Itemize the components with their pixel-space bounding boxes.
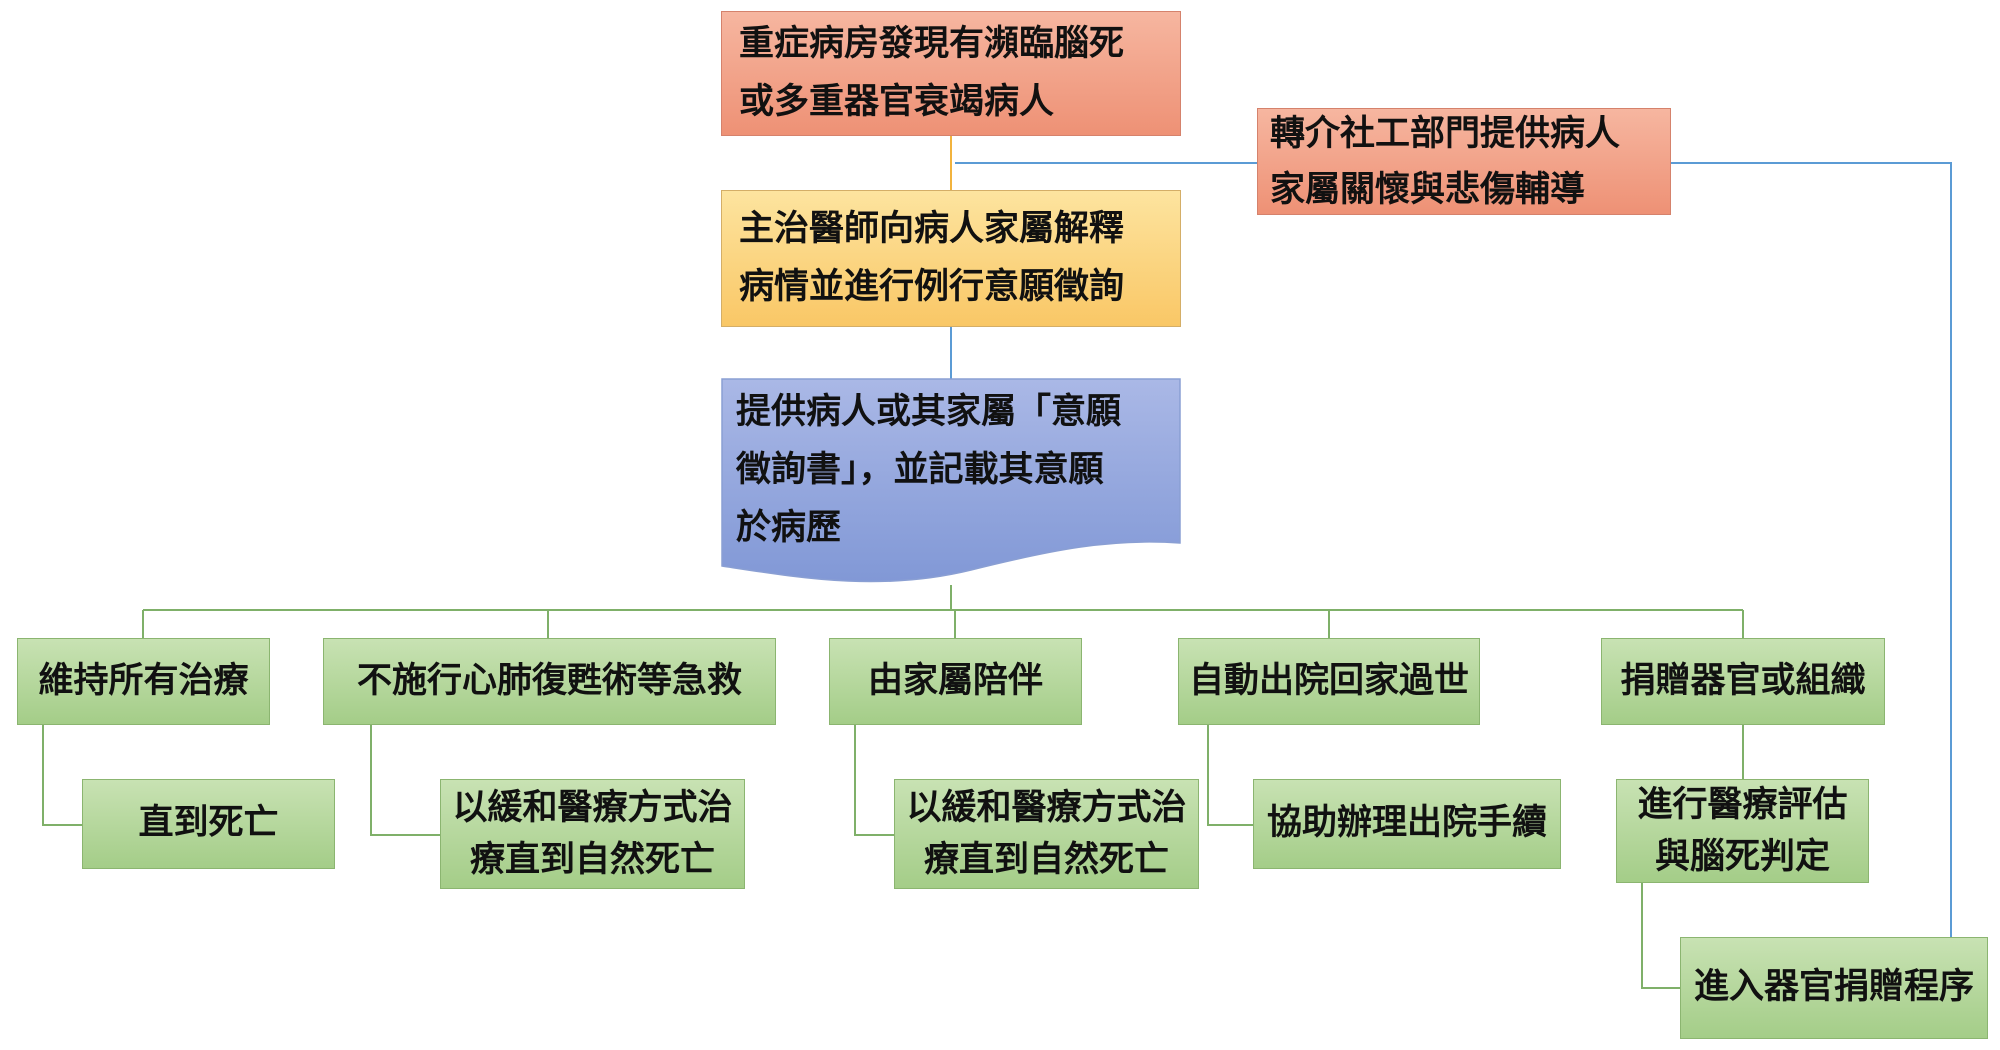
option-no-cpr-label: 不施行心肺復甦術等急救 <box>356 660 742 701</box>
physician-explain-line2: 病情並進行例行意願徵詢 <box>739 266 1125 307</box>
critical-patient-line1: 重症病房發現有瀕臨腦死 <box>739 23 1125 64</box>
outcome-discharge-procedure-line1: 協助辦理出院手續 <box>1266 803 1547 844</box>
document-shape <box>721 378 1181 583</box>
outcome-palliative-2-line2: 療直到自然死亡 <box>923 840 1169 880</box>
outcome-palliative-1-line2: 療直到自然死亡 <box>469 840 715 880</box>
consent-document-line3: 於病歷 <box>736 507 842 548</box>
option-no-cpr: 不施行心肺復甦術等急救 <box>323 638 776 725</box>
outcome-medical-evaluation: 進行醫療評估 與腦死判定 <box>1616 779 1869 883</box>
physician-explain-line1: 主治醫師向病人家屬解釋 <box>739 208 1125 249</box>
connector-social-work-right <box>1671 162 1952 937</box>
option-family-accompany: 由家屬陪伴 <box>829 638 1082 725</box>
critical-patient-box: 重症病房發現有瀕臨腦死 或多重器官衰竭病人 <box>721 11 1181 136</box>
consent-document-box: 提供病人或其家屬「意願 徵詢書」，並記載其意願 於病歷 <box>721 378 1181 588</box>
social-work-box: 轉介社工部門提供病人 家屬關懷與悲傷輔導 <box>1257 108 1671 215</box>
consent-document-line1: 提供病人或其家屬「意願 <box>736 392 1122 432</box>
outcome-discharge-procedure: 協助辦理出院手續 <box>1253 779 1561 869</box>
outcome-organ-donation-procedure-label: 進入器官捐贈程序 <box>1693 967 1974 1008</box>
outcome-until-death-line1: 直到死亡 <box>138 803 279 844</box>
option-organ-donation: 捐贈器官或組織 <box>1601 638 1885 725</box>
consent-document-line2: 徵詢書」，並記載其意願 <box>736 449 1104 490</box>
outcome-until-death: 直到死亡 <box>82 779 335 869</box>
outcome-organ-donation-procedure: 進入器官捐贈程序 <box>1680 937 1988 1039</box>
option-organ-donation-label: 捐贈器官或組織 <box>1620 660 1866 701</box>
outcome-medical-evaluation-line1: 進行醫療評估 <box>1637 784 1848 825</box>
outcome-palliative-2: 以緩和醫療方式治 療直到自然死亡 <box>894 779 1199 889</box>
option-maintain-treatment: 維持所有治療 <box>17 638 270 725</box>
option-discharge-home-label: 自動出院回家過世 <box>1188 660 1469 701</box>
outcome-palliative-2-line1: 以緩和醫療方式治 <box>906 787 1187 828</box>
outcome-medical-evaluation-line2: 與腦死判定 <box>1654 837 1830 877</box>
social-work-line2: 家屬關懷與悲傷輔導 <box>1270 169 1586 210</box>
outcome-palliative-1: 以緩和醫療方式治 療直到自然死亡 <box>440 779 745 889</box>
option-discharge-home: 自動出院回家過世 <box>1178 638 1480 725</box>
social-work-line1: 轉介社工部門提供病人 <box>1270 113 1621 154</box>
option-family-accompany-label: 由家屬陪伴 <box>867 660 1043 701</box>
option-maintain-treatment-label: 維持所有治療 <box>38 660 249 701</box>
outcome-palliative-1-line1: 以緩和醫療方式治 <box>452 787 733 828</box>
physician-explain-box: 主治醫師向病人家屬解釋 病情並進行例行意願徵詢 <box>721 190 1181 327</box>
critical-patient-line2: 或多重器官衰竭病人 <box>739 81 1055 122</box>
